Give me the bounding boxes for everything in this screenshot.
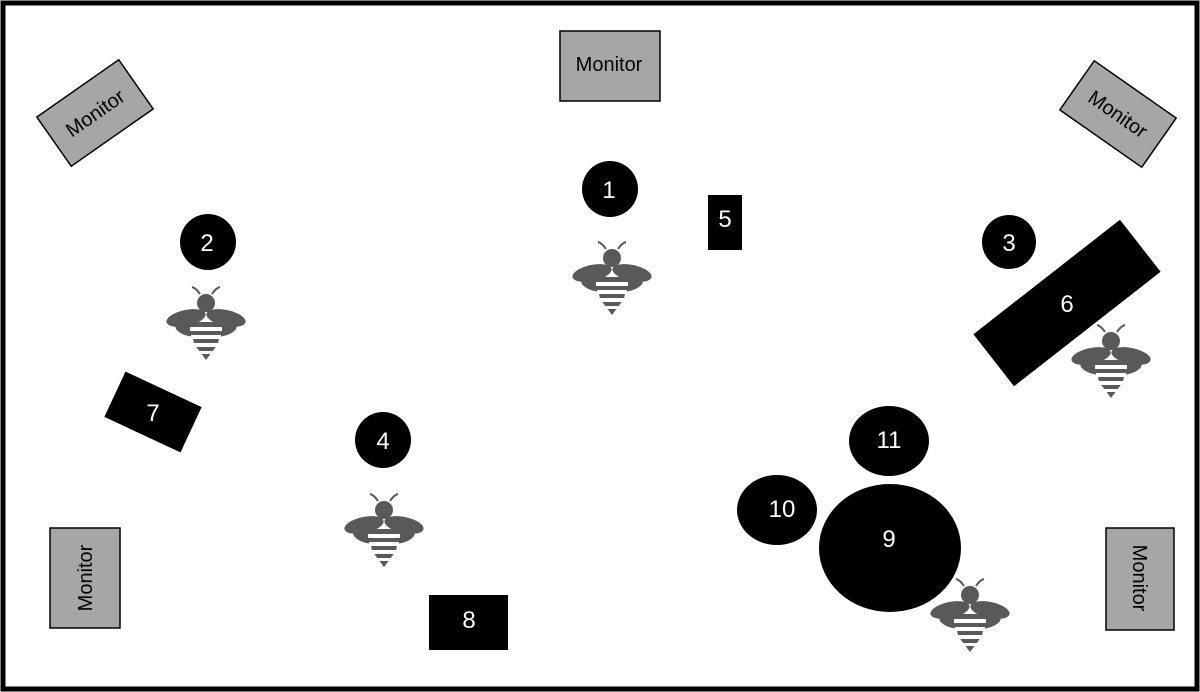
marker-2-label: 2 [200,230,213,257]
marker-5: 5 [708,195,742,250]
marker-11: 11 [849,406,929,476]
monitor-bottom-right: Monitor [1105,527,1175,631]
marker-9: 9 [819,484,961,612]
marker-9-label: 9 [882,526,895,553]
monitor-bottom-right-label: Monitor [1128,545,1150,612]
marker-1-label: 1 [602,177,615,204]
marker-11-label: 11 [877,427,902,454]
marker-2: 2 [180,214,236,270]
marker-7-label: 7 [146,400,159,427]
marker-4: 4 [355,412,411,468]
monitor-top-center-label: Monitor [576,54,643,76]
marker-7: 7 [104,371,202,453]
monitor-bottom-left: Monitor [49,527,121,629]
marker-3-label: 3 [1002,230,1015,257]
marker-3: 3 [982,215,1036,269]
marker-6: 6 [973,219,1161,387]
marker-10: 10 [737,475,817,545]
marker-8: 8 [429,595,508,650]
monitor-top-right: Monitor [1058,59,1178,169]
marker-4-label: 4 [376,428,389,455]
monitor-bottom-left-label: Monitor [75,544,97,611]
marker-5-label: 5 [718,206,731,233]
marker-10-label: 10 [769,496,796,523]
monitor-top-center: Monitor [559,30,661,102]
marker-6-label: 6 [1060,291,1073,318]
marker-1: 1 [582,161,638,217]
monitor-top-left: Monitor [35,58,155,168]
marker-8-label: 8 [462,607,475,634]
